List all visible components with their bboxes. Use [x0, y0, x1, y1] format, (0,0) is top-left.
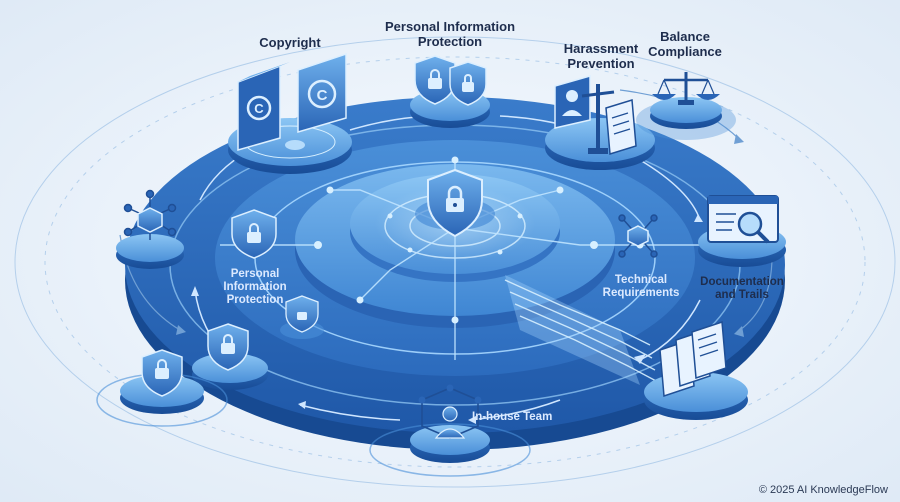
copyright-book-icon: C: [237, 62, 290, 151]
balance-scales-icon: [652, 72, 720, 105]
label-documentation-line1: Documentation: [700, 276, 784, 288]
documents-stack-icon: [659, 320, 727, 398]
technical-node-icon: [618, 214, 658, 258]
shield-lock-icon: [414, 55, 487, 106]
label-copyright: Copyright: [250, 35, 330, 51]
label-technical: Technical Requirements: [596, 274, 686, 300]
label-pip-left: Personal Information Protection: [210, 268, 300, 307]
side-arrowheads: [176, 134, 744, 337]
label-technical-line2: Requirements: [602, 286, 680, 299]
scales-icon: [581, 84, 615, 154]
network-node-icon: [123, 189, 177, 240]
label-pip-left-line1: Personal: [230, 268, 280, 280]
label-pip-top: Personal Information Protection: [380, 19, 520, 49]
label-pip-top-line1: Personal Information: [384, 19, 516, 34]
svg-text:C: C: [317, 87, 328, 104]
left-shield-icon: [231, 209, 277, 259]
center-shield-icon: [415, 168, 495, 238]
label-documentation: Documentation and Trails: [692, 276, 792, 302]
label-pip-left-line2: Information: [223, 280, 287, 293]
label-harassment-line2: Prevention: [567, 55, 635, 71]
label-balance: Balance Compliance: [640, 29, 730, 59]
team-hierarchy-icon: [418, 384, 482, 439]
footer-credit: © 2025 AI KnowledgeFlow: [758, 484, 888, 496]
lower-shield-b: [207, 323, 249, 371]
label-documentation-line2: and Trails: [715, 288, 769, 301]
svg-text:C: C: [254, 101, 264, 116]
label-pip-top-line2: Protection: [417, 33, 483, 49]
orbit-lines: [14, 36, 896, 488]
label-harassment: Harassment Prevention: [556, 41, 646, 71]
balance-pedestal: [636, 97, 736, 140]
lower-shield-a: [280, 295, 324, 339]
label-copyright-text: Copyright: [259, 35, 321, 50]
lower-shield-c: [141, 349, 183, 397]
label-technical-line1: Technical: [614, 274, 668, 286]
left-node-pedestal: [116, 234, 184, 269]
label-pip-left-line3: Protection: [226, 293, 284, 306]
label-inhouse: In-house Team: [472, 411, 562, 424]
document-icon: [605, 99, 637, 155]
label-inhouse-text: In-house Team: [472, 411, 553, 423]
copyright-monitor-icon: C: [285, 52, 347, 150]
label-harassment-line1: Harassment: [563, 41, 639, 56]
inhouse-pedestal: [369, 423, 531, 477]
label-balance-line2: Compliance: [648, 43, 722, 59]
user-group-icon: [554, 75, 591, 129]
label-balance-line1: Balance: [660, 29, 710, 44]
magnifier-document-icon: [707, 195, 779, 244]
